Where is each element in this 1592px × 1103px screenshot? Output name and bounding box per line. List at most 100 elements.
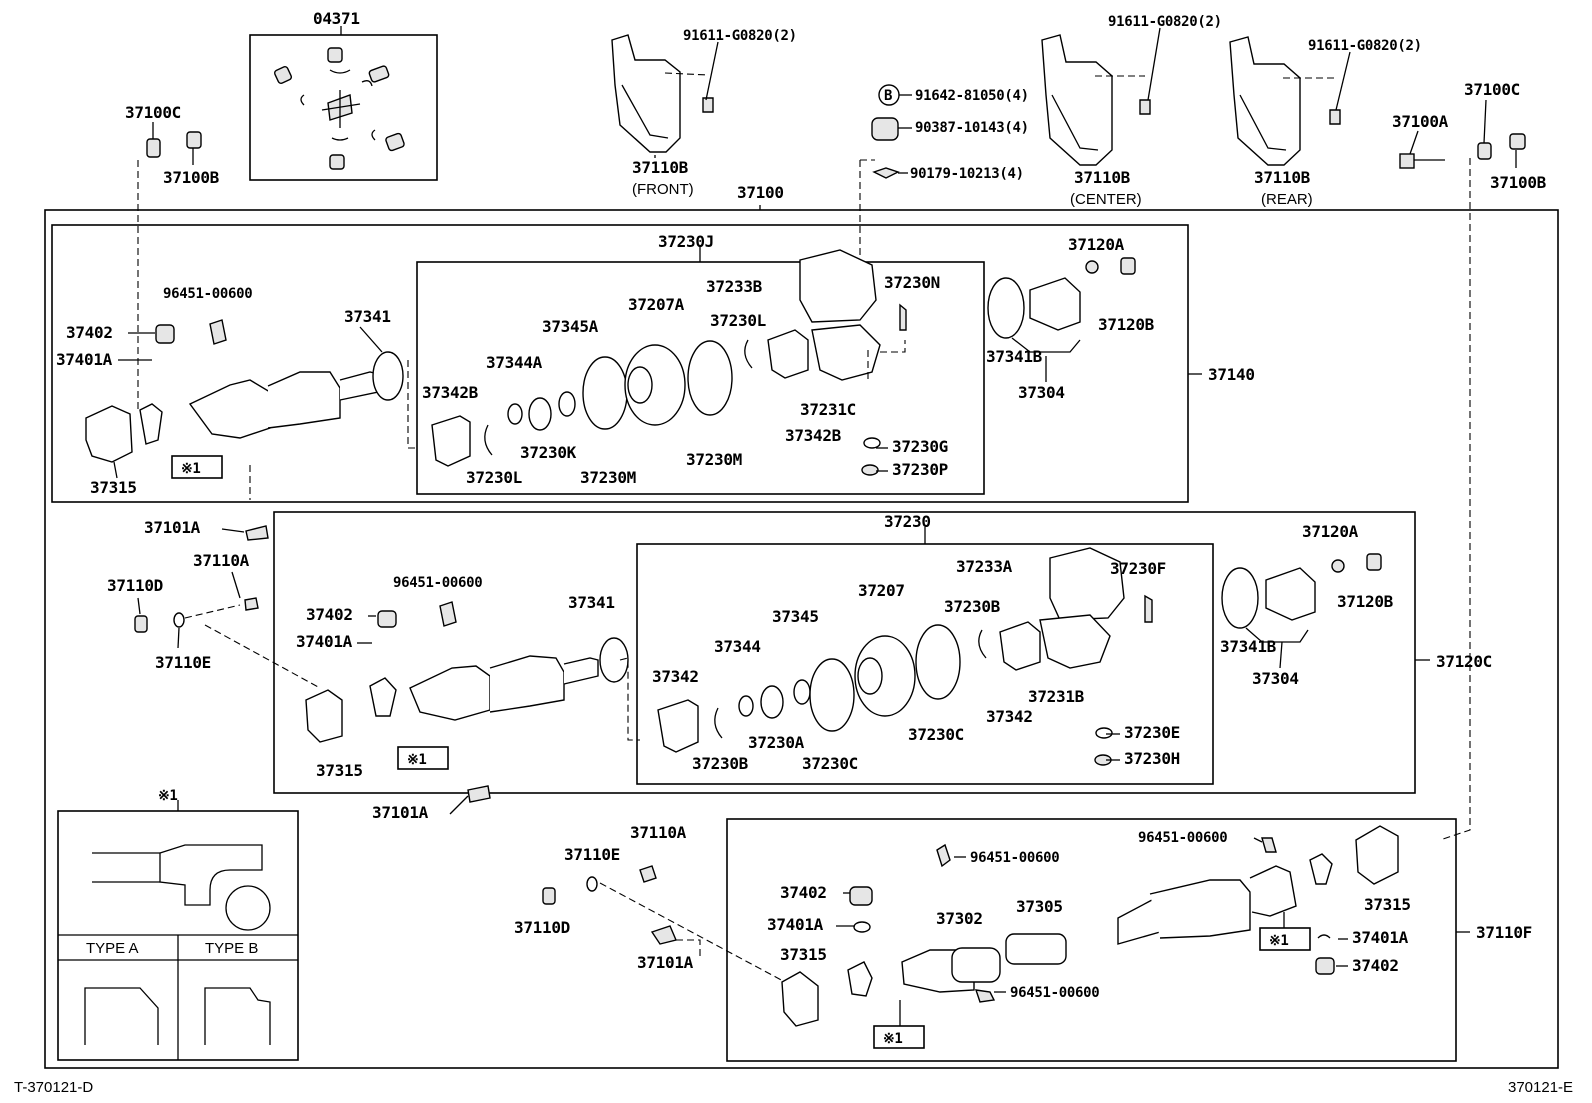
section1-sub-label: 37230J [658,232,714,251]
section-37140-frame [51,224,1189,503]
s1-96451-label: 96451-00600 [163,286,252,302]
s1-37230M-b-label: 37230M [686,450,742,469]
tr-37100B-label: 37100B [1490,173,1547,192]
s3-37402-label: 37402 [780,883,827,902]
assy-37100-label: 37100 [737,183,784,202]
s2-37230B-a-label: 37230B [944,597,1001,616]
s1-37402-label: 37402 [66,323,113,342]
section2-bearing-parts-icon [657,547,1153,766]
type-b-label: TYPE B [205,940,258,957]
s2-37230E-label: 37230E [1124,723,1180,742]
s2-37101A-bottom-label: 37101A [372,803,429,822]
s3-96451-b-label: 96451-00600 [1010,985,1099,1001]
section-37120C-frame [273,511,1416,794]
s2-37345-label: 37345 [772,607,819,626]
section2-sub-label: 37230 [884,512,931,531]
bracket-center-label: 37110B [1074,168,1131,187]
s1-37230N-label: 37230N [884,273,940,292]
s1-37401A-label: 37401A [56,350,113,369]
s2-37120A-label: 37120A [1302,522,1359,541]
tl-37100B-label: 37100B [163,168,220,187]
s2-37401A-label: 37401A [296,632,353,651]
s1-37231C-label: 37231C [800,400,856,419]
s2-37402-label: 37402 [306,605,353,624]
section1-shaft-icon [85,319,404,479]
washer-label: 90179-10213(4) [910,166,1024,182]
s1-37315-label: 37315 [90,478,137,497]
bracket-front-label: 37110B [632,158,689,177]
s2-mark-label: ※1 [407,752,427,768]
s2-37315-label: 37315 [316,761,363,780]
s2-37230A-label: 37230A [748,733,805,752]
s2-37341B-label: 37341B [1220,637,1277,656]
section3-hardware-icon [542,865,801,991]
s2-37233A-label: 37233A [956,557,1013,576]
s1-37233B-label: 37233B [706,277,763,296]
bracket-front-icon [611,34,714,153]
s1-37230L-b-label: 37230L [466,468,522,487]
bracket-center-sub: (CENTER) [1070,191,1142,208]
legend-mark: ※1 [158,788,178,804]
s3-37402-r-label: 37402 [1352,956,1399,975]
nut-b-label: 91642-81050(4) [915,88,1029,104]
s1-37230K-label: 37230K [520,443,577,462]
s2-37110A-label: 37110A [193,551,250,570]
s2-37101A-top-label: 37101A [144,518,201,537]
s2-37230F-label: 37230F [1110,559,1166,578]
s2-37110E-label: 37110E [155,653,211,672]
s2-37230H-label: 37230H [1124,749,1180,768]
section2-label: 37120C [1436,652,1492,671]
hardware-b-nut-icon [871,84,900,179]
s3-mark-b-label: ※1 [1269,933,1289,949]
s1-37230M-a-label: 37230M [580,468,636,487]
bracket-rear-icon [1229,36,1341,166]
s3-37315-label: 37315 [780,945,827,964]
kit-spider-parts-icon [273,47,405,170]
s3-37305-label: 37305 [1016,897,1063,916]
s2-37231B-label: 37231B [1028,687,1085,706]
s3-96451-a-label: 96451-00600 [970,850,1059,866]
s1-37345A-label: 37345A [542,317,599,336]
yoke-detail-icon [92,844,271,931]
footer-right-code: 370121-E [1508,1079,1573,1096]
section1-label: 37140 [1208,365,1255,384]
s1-37230P-label: 37230P [892,460,948,479]
tl-37100C-label: 37100C [125,103,181,122]
s1-37207A-label: 37207A [628,295,685,314]
bracket-rear-label: 37110B [1254,168,1311,187]
nut-37100B-icon [186,131,202,149]
s2-37120B-label: 37120B [1337,592,1394,611]
tr-37100C-label: 37100C [1464,80,1520,99]
s2-37304-label: 37304 [1252,669,1299,688]
s2-37342-b-label: 37342 [986,707,1033,726]
nut-37100C-icon [146,138,161,158]
s2-37344-label: 37344 [714,637,761,656]
section1-flange-icon [987,257,1136,353]
s1-37230L-a-label: 37230L [710,311,766,330]
s1-37230G-label: 37230G [892,437,948,456]
s1-37342B-label: 37342B [422,383,479,402]
s1-37341B-label: 37341B [986,347,1043,366]
type-b-profile-icon [204,987,271,1045]
section3-label: 37110F [1476,923,1532,942]
bolt-label-3: 91611-G0820(2) [1308,38,1422,54]
section2-shaft-icon [134,525,629,803]
section3-shaft-icon [781,825,1399,1049]
s2-37207-label: 37207 [858,581,905,600]
b-mark: B [884,88,892,104]
section1-bearing-parts-icon [431,249,907,476]
s2-37230B-b-label: 37230B [692,754,749,773]
s3-96451-c-label: 96451-00600 [1138,830,1227,846]
s3-37110D-label: 37110D [514,918,570,937]
s2-37341-label: 37341 [568,593,615,612]
bolt-label-1: 91611-G0820(2) [683,28,797,44]
s1-37120A-label: 37120A [1068,235,1125,254]
tr-37100A-label: 37100A [1392,112,1449,131]
bracket-front-sub: (FRONT) [632,181,694,198]
type-a-profile-icon [84,987,159,1045]
s3-37110E-label: 37110E [564,845,620,864]
kit-04371-frame [249,34,438,181]
s2-37110D-label: 37110D [107,576,163,595]
